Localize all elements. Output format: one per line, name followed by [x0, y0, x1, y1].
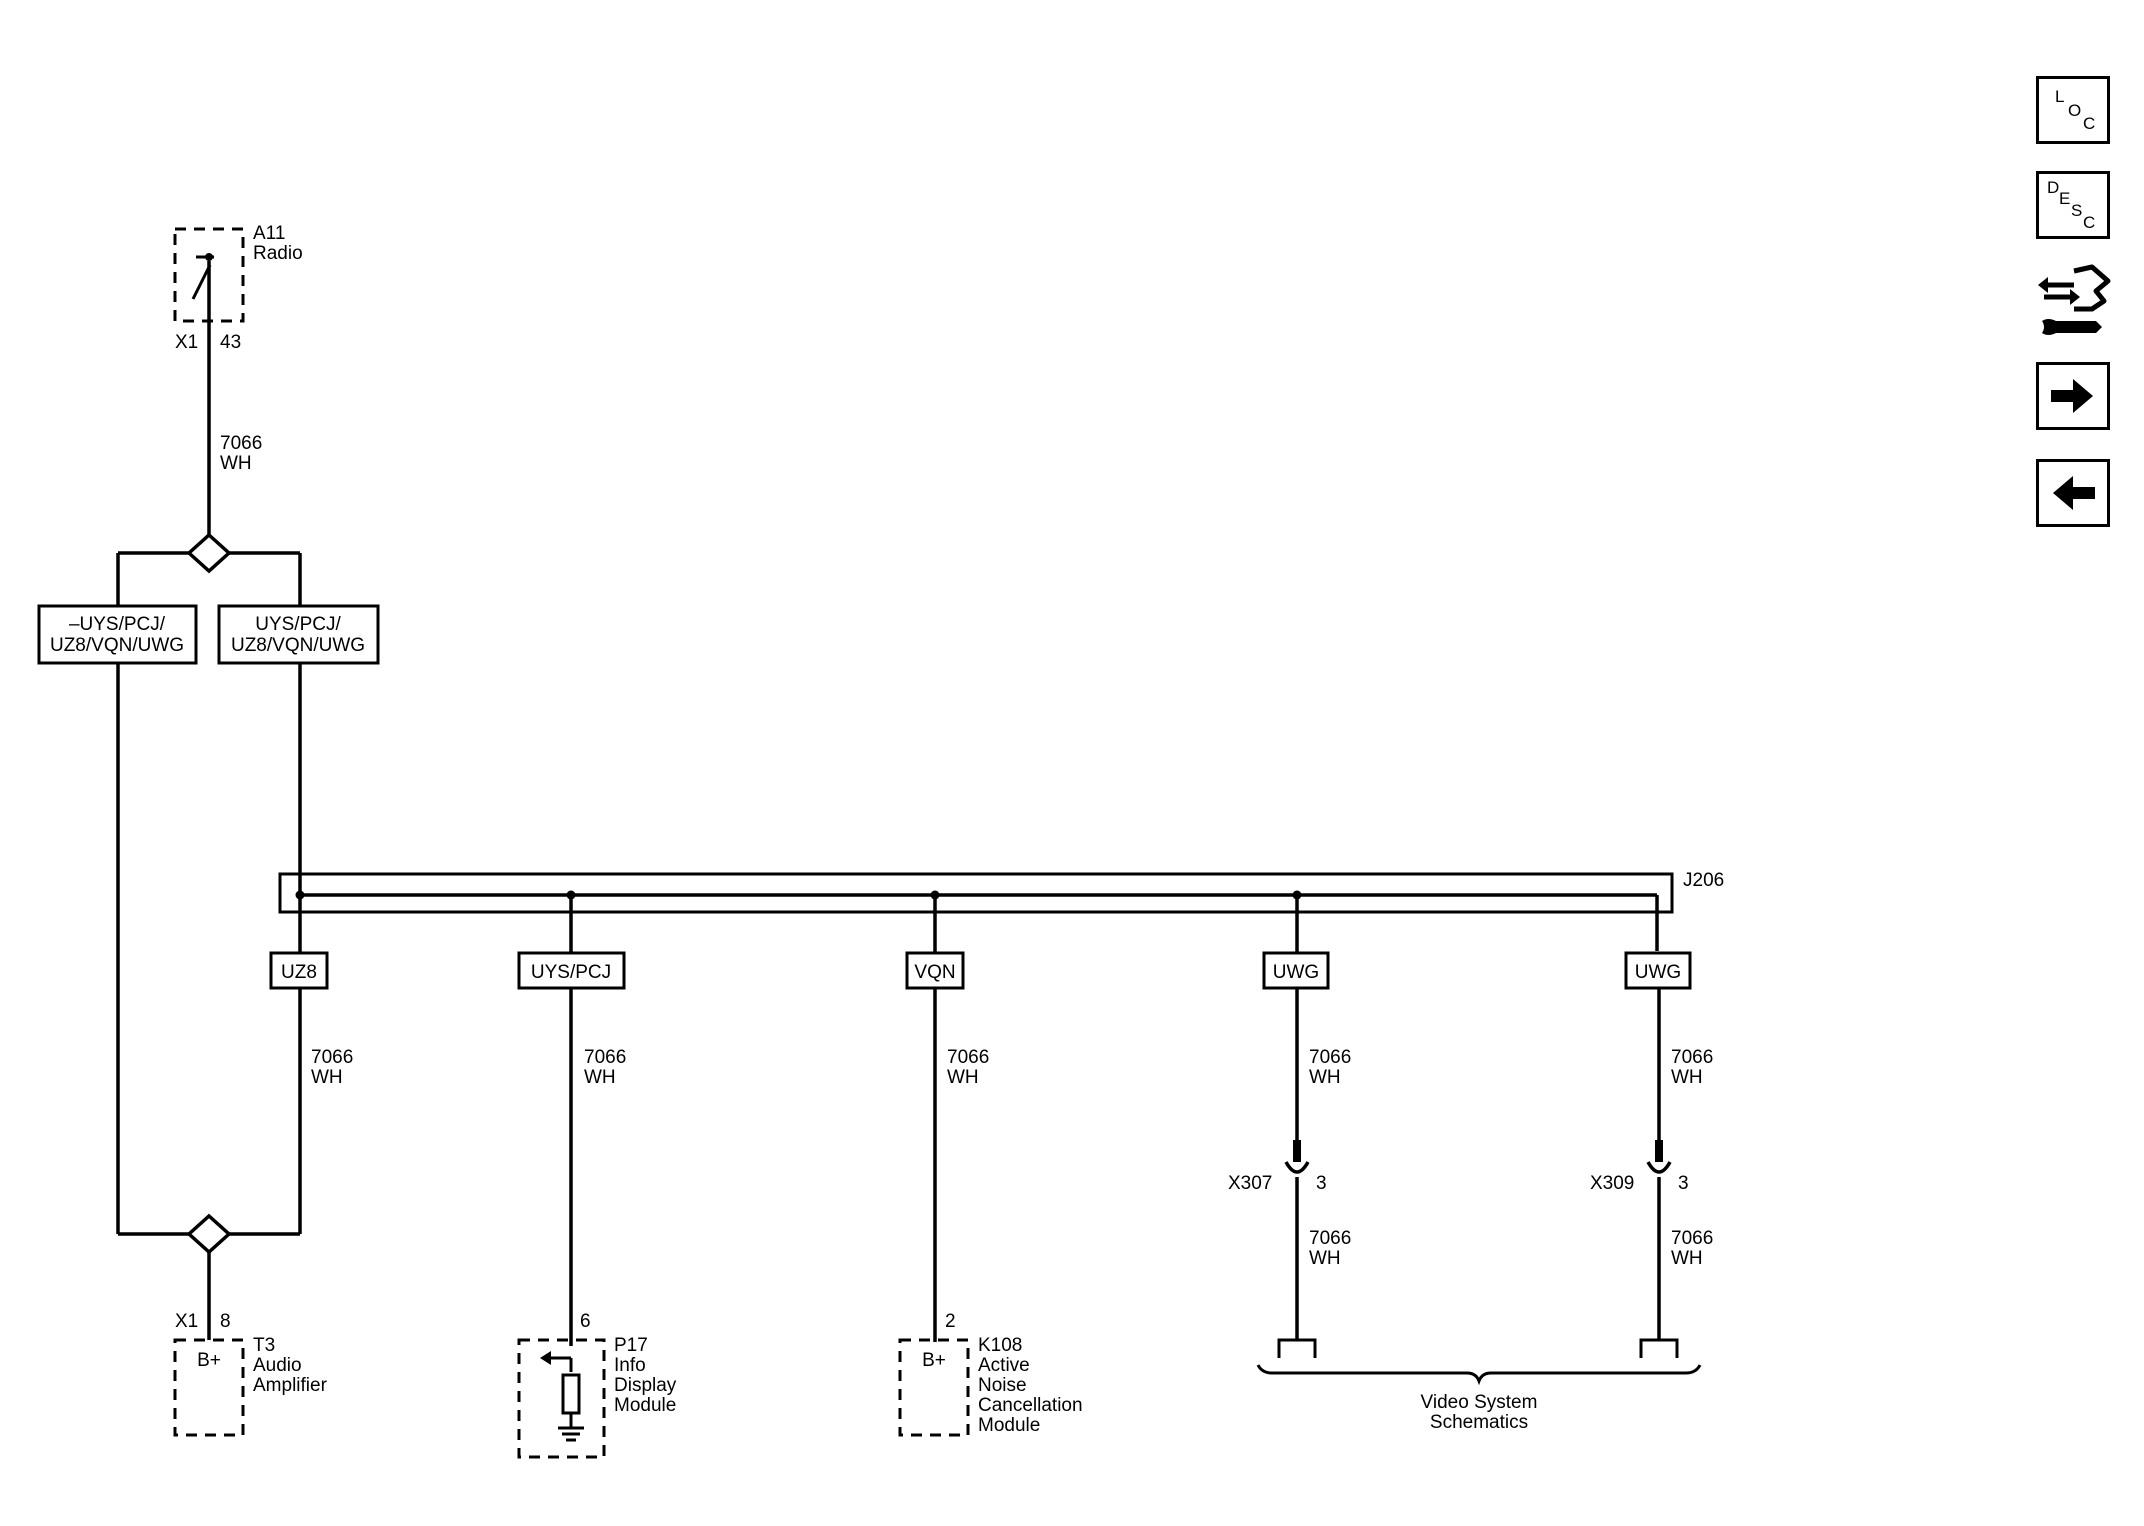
option-box-left	[37, 604, 198, 665]
option-right-line2: UZ8/VQN/UWG	[231, 635, 365, 656]
desc-letter-e: E	[2059, 189, 2071, 208]
amp-name-1: Audio	[253, 1355, 302, 1376]
branch-4-circuit: 7066	[1671, 1047, 1713, 1068]
anc-id: K108	[978, 1335, 1022, 1356]
display-name-2: Display	[614, 1375, 677, 1396]
loc-letter-o: O	[2068, 101, 2082, 120]
display-name-1: Info	[614, 1355, 646, 1376]
radio-switch	[191, 264, 212, 300]
display-module-box	[517, 1338, 606, 1459]
branch-2-color: WH	[947, 1067, 979, 1088]
anc-module-box	[898, 1338, 970, 1437]
option-right-line1: UYS/PCJ/	[255, 614, 341, 635]
x307-pin: 3	[1316, 1173, 1327, 1194]
radio-connector: X1	[175, 332, 198, 353]
desc-letter-s: S	[2071, 201, 2083, 220]
splice-pack-j206	[278, 872, 1674, 914]
branch-0-color: WH	[311, 1067, 343, 1088]
loc-letter-c: C	[2083, 114, 2096, 133]
loc-button[interactable]: L O C	[2036, 76, 2110, 144]
desc-button[interactable]: D E S C	[2036, 171, 2110, 239]
branch-3-circuit: 7066	[1309, 1047, 1351, 1068]
tag-box-vqn	[905, 951, 965, 990]
anc-name-3: Cancellation	[978, 1395, 1083, 1416]
video-system-brace	[1256, 1364, 1702, 1386]
amp-bplus: B+	[197, 1350, 221, 1371]
radio-pin: 43	[220, 332, 241, 353]
left-arrow-icon	[2053, 476, 2095, 510]
branch-4-circuit2: 7066	[1671, 1228, 1713, 1249]
bottom-splice-diamond	[186, 1213, 232, 1255]
tag-box-uwg-2	[1624, 951, 1692, 990]
tag-uwg-1: UWG	[1273, 962, 1319, 983]
amp-id: T3	[253, 1335, 275, 1356]
desc-letter-c: C	[2083, 213, 2096, 232]
display-pin: 6	[580, 1311, 591, 1332]
display-id: P17	[614, 1335, 648, 1356]
tag-uz8: UZ8	[281, 962, 317, 983]
right-arrow-icon	[2051, 379, 2093, 413]
anc-name-4: Module	[978, 1415, 1040, 1436]
branch-4-color: WH	[1671, 1067, 1703, 1088]
desc-letter-d: D	[2047, 178, 2060, 197]
display-resistor	[561, 1373, 581, 1415]
inline-connector-x309	[1646, 1140, 1672, 1340]
amp-name-2: Amplifier	[253, 1375, 328, 1396]
branch-3-color2: WH	[1309, 1248, 1341, 1269]
anc-bplus: B+	[922, 1350, 946, 1371]
inline-connector-x307	[1284, 1140, 1310, 1340]
connector-wrench-icon[interactable]	[2034, 261, 2114, 345]
radio-id: A11	[253, 223, 285, 244]
branch-3-color: WH	[1309, 1067, 1341, 1088]
tag-vqn: VQN	[914, 962, 955, 983]
option-left-line2: UZ8/VQN/UWG	[50, 635, 184, 656]
branch-0-circuit: 7066	[311, 1047, 353, 1068]
amp-pin: 8	[220, 1311, 231, 1332]
anc-name-2: Noise	[978, 1375, 1027, 1396]
tag-box-uwg-1	[1262, 951, 1330, 990]
loc-letter-l: L	[2055, 87, 2065, 106]
branch-1-color: WH	[584, 1067, 616, 1088]
video-line2: Schematics	[1430, 1412, 1528, 1433]
x307-label: X307	[1228, 1173, 1272, 1194]
branch-3-circuit2: 7066	[1309, 1228, 1351, 1249]
top-splice-diamond	[186, 532, 232, 574]
wire-top-color: WH	[220, 453, 252, 474]
splice-label: J206	[1683, 870, 1724, 891]
display-name-3: Module	[614, 1395, 676, 1416]
amp-connector: X1	[175, 1311, 198, 1332]
radio-name: Radio	[253, 243, 303, 264]
branch-2-circuit: 7066	[947, 1047, 989, 1068]
amplifier-module-box	[173, 1338, 245, 1437]
tag-uwg-2: UWG	[1635, 962, 1681, 983]
option-left-line1: –UYS/PCJ/	[69, 614, 166, 635]
next-button[interactable]	[2036, 362, 2110, 430]
prev-button[interactable]	[2036, 459, 2110, 527]
tag-box-uys-pcj	[517, 951, 626, 990]
x309-pin: 3	[1678, 1173, 1689, 1194]
wire-top-circuit: 7066	[220, 433, 262, 454]
video-line1: Video System	[1421, 1392, 1538, 1413]
x309-label: X309	[1590, 1173, 1634, 1194]
branch-1-circuit: 7066	[584, 1047, 626, 1068]
anc-name-1: Active	[978, 1355, 1030, 1376]
tag-uys-pcj: UYS/PCJ	[531, 962, 611, 983]
anc-pin: 2	[945, 1311, 956, 1332]
branch-4-color2: WH	[1671, 1248, 1703, 1269]
